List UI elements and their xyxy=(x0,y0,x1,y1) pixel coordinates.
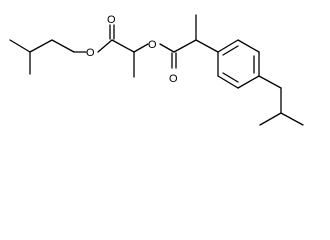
bond-middle-carbon-to-alpha xyxy=(173,39,197,53)
bond-isobutyl-right-3 xyxy=(259,112,282,126)
ring-bond-5 xyxy=(217,75,239,89)
bond-isobutyl-chain-1 xyxy=(29,39,53,53)
bond-ring-to-isobutyl xyxy=(258,75,282,89)
chemical-structure-canvas: O O O O xyxy=(9,14,304,126)
bond-alpha-to-ring xyxy=(195,39,219,53)
ring-double-bond-3 xyxy=(222,72,239,83)
bond-isobutyl-chain-2 xyxy=(51,39,75,53)
bond-isobutyl-methyl-a xyxy=(9,39,31,53)
oxygen-label-left-ester: O xyxy=(86,47,95,59)
oxygen-label-left-carbonyl: O xyxy=(107,14,116,26)
bond-isobutyl-right-2 xyxy=(280,112,304,126)
bond-oxygen-left-b xyxy=(97,39,113,53)
ring-bond-4 xyxy=(237,75,260,89)
molecule-diagram: O O O O xyxy=(9,14,304,126)
bond-stereocenter-to-oxygen xyxy=(133,43,149,53)
oxygen-label-middle-carbonyl: O xyxy=(169,73,178,85)
ring-bond-2 xyxy=(237,39,260,53)
ring-bond-1 xyxy=(217,39,239,53)
bond-carbonyl-to-stereocenter xyxy=(111,39,135,53)
ring-double-bond-1 xyxy=(222,45,239,56)
oxygen-label-middle-ester: O xyxy=(148,39,157,51)
bond-middle-oxygen-right xyxy=(159,43,175,53)
